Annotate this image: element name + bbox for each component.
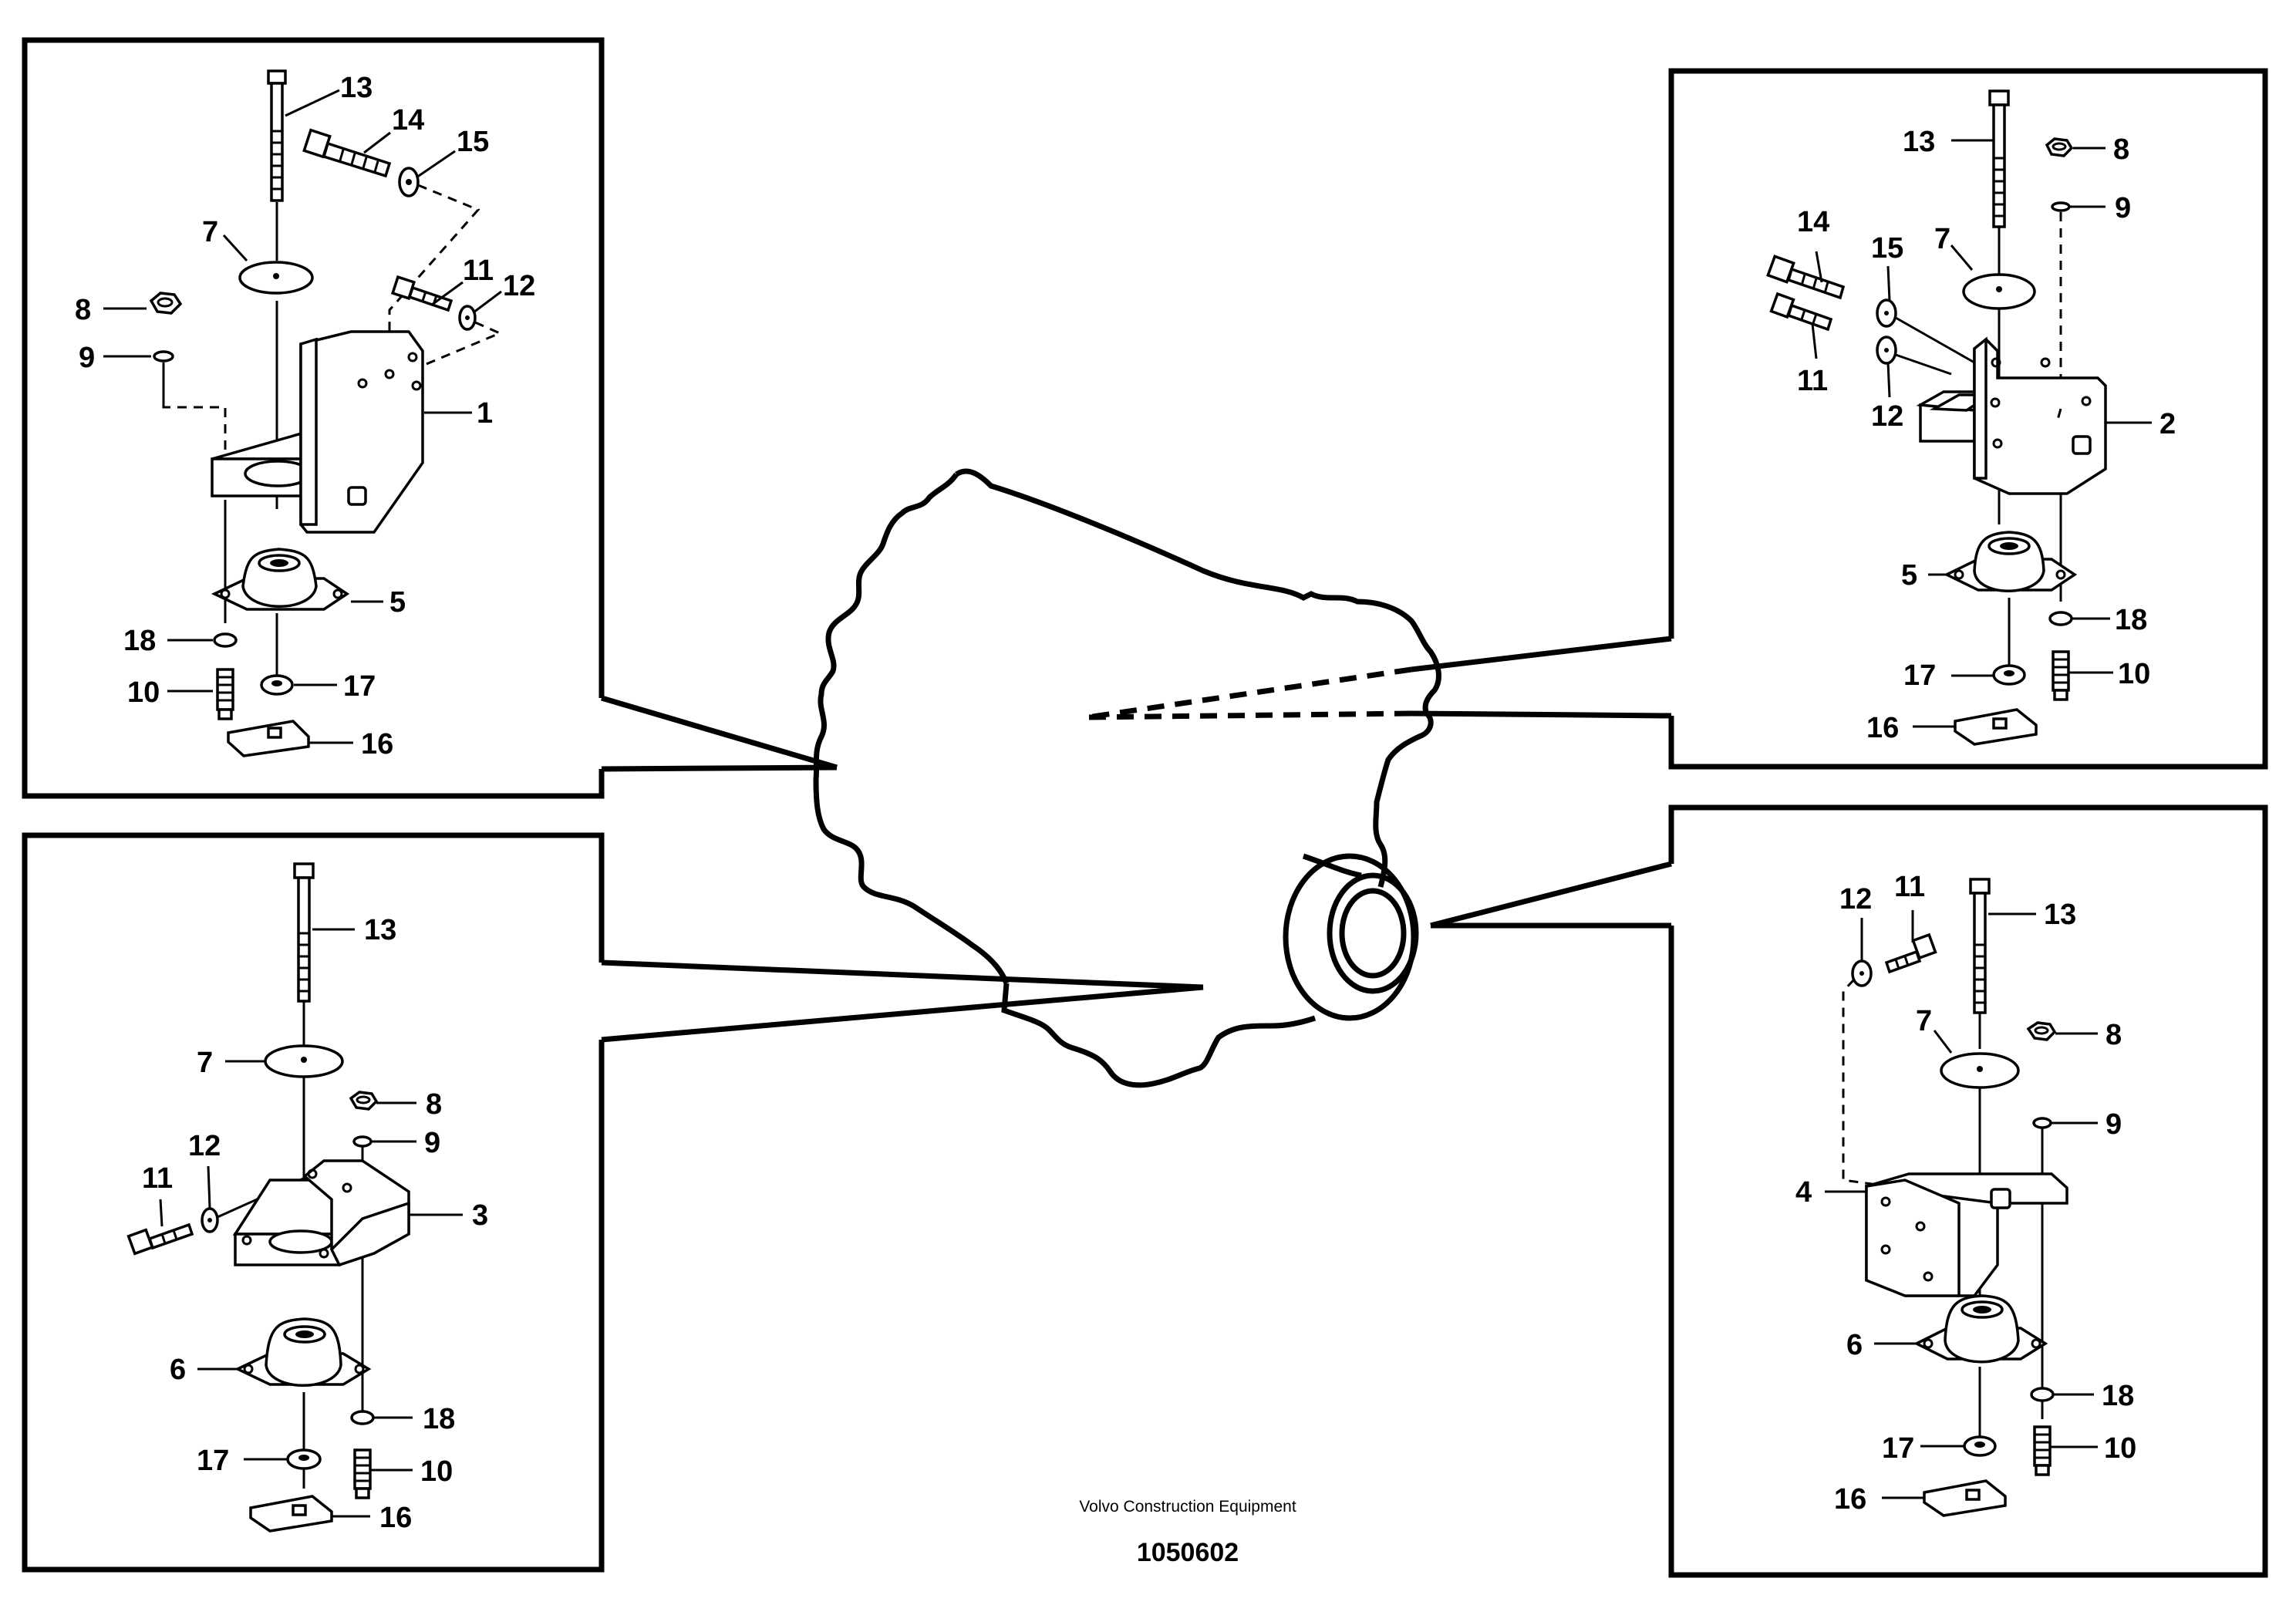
transmission-housing — [813, 468, 1441, 1088]
label-washer-small: 12 — [503, 270, 535, 302]
label-plate: 16 — [1866, 712, 1899, 744]
label-bolt-small: 11 — [1894, 871, 1925, 903]
label-spacer: 17 — [1903, 659, 1936, 692]
panel-frame-top-right — [1668, 68, 2268, 770]
panel-bottom-right: 12 11 13 7 8 9 4 6 18 17 10 16 — [1795, 871, 2136, 1517]
label-washer-bottom: 18 — [2102, 1380, 2134, 1412]
label-washer-bottom: 18 — [423, 1403, 455, 1435]
label-bracket: 4 — [1795, 1176, 1812, 1209]
label-screw: 10 — [2118, 658, 2150, 690]
panel-bottom-left: 13 7 8 9 11 12 3 6 18 17 10 16 — [126, 862, 488, 1534]
label-bolt-long: 13 — [1903, 126, 1935, 158]
label-nut: 8 — [2106, 1019, 2122, 1051]
label-nut: 8 — [2113, 133, 2129, 166]
drawing-number: 1050602 — [1136, 1538, 1239, 1567]
label-bracket: 3 — [472, 1199, 488, 1232]
label-nut: 8 — [426, 1088, 442, 1121]
label-bracket: 2 — [2159, 408, 2176, 440]
label-bolt-small: 11 — [1797, 365, 1828, 397]
label-mount: 5 — [389, 586, 406, 619]
panel-top-right: 13 8 9 7 14 15 11 12 2 5 18 17 10 16 — [1766, 89, 2176, 746]
label-washer-top: 7 — [202, 216, 218, 248]
label-bolt-small: 11 — [142, 1162, 173, 1195]
label-spacer: 17 — [197, 1445, 229, 1477]
panel-frame-top-left — [22, 37, 605, 799]
label-bolt-long: 13 — [364, 914, 396, 946]
label-washer-side: 15 — [457, 126, 489, 158]
callout-leaders — [601, 636, 1672, 1043]
label-bracket: 1 — [477, 397, 493, 430]
label-bolt-small: 11 — [463, 255, 494, 287]
label-washer-top: 7 — [1934, 223, 1950, 255]
label-washer-nut: 9 — [424, 1127, 440, 1159]
label-washer-small: 12 — [1839, 883, 1872, 916]
label-washer-small: 12 — [188, 1130, 221, 1162]
label-spacer: 17 — [343, 670, 376, 703]
label-screw: 10 — [127, 676, 160, 709]
label-washer-nut: 9 — [2106, 1108, 2122, 1141]
label-spacer: 17 — [1882, 1432, 1914, 1465]
label-mount: 6 — [1846, 1329, 1863, 1361]
label-plate: 16 — [361, 728, 393, 760]
label-washer-bottom: 18 — [2115, 604, 2147, 636]
label-washer-bottom: 18 — [123, 625, 156, 657]
label-washer-small: 12 — [1871, 400, 1903, 433]
label-washer-top: 7 — [197, 1047, 213, 1079]
label-washer-nut: 9 — [79, 342, 95, 374]
panel-frame-bottom-right — [1668, 804, 2268, 1578]
panel-top-left: 13 14 15 7 11 12 8 9 1 5 18 10 17 16 — [75, 69, 535, 760]
label-plate: 16 — [1834, 1483, 1866, 1516]
label-plate: 16 — [379, 1502, 412, 1534]
label-washer-top: 7 — [1916, 1005, 1932, 1037]
label-screw: 10 — [420, 1455, 453, 1488]
label-washer-nut: 9 — [2115, 192, 2131, 224]
footer-company: Volvo Construction Equipment — [1079, 1498, 1296, 1516]
label-bolt-side: 14 — [1797, 206, 1829, 238]
label-mount: 6 — [170, 1354, 186, 1386]
label-nut: 8 — [75, 294, 91, 326]
label-washer-side: 15 — [1871, 232, 1903, 265]
label-screw: 10 — [2104, 1432, 2136, 1465]
label-bolt-side: 14 — [392, 104, 424, 137]
panel-frame-bottom-left — [22, 832, 605, 1573]
label-bolt-long: 13 — [2044, 899, 2076, 931]
label-bolt-long: 13 — [340, 72, 373, 104]
label-mount: 5 — [1901, 559, 1917, 592]
